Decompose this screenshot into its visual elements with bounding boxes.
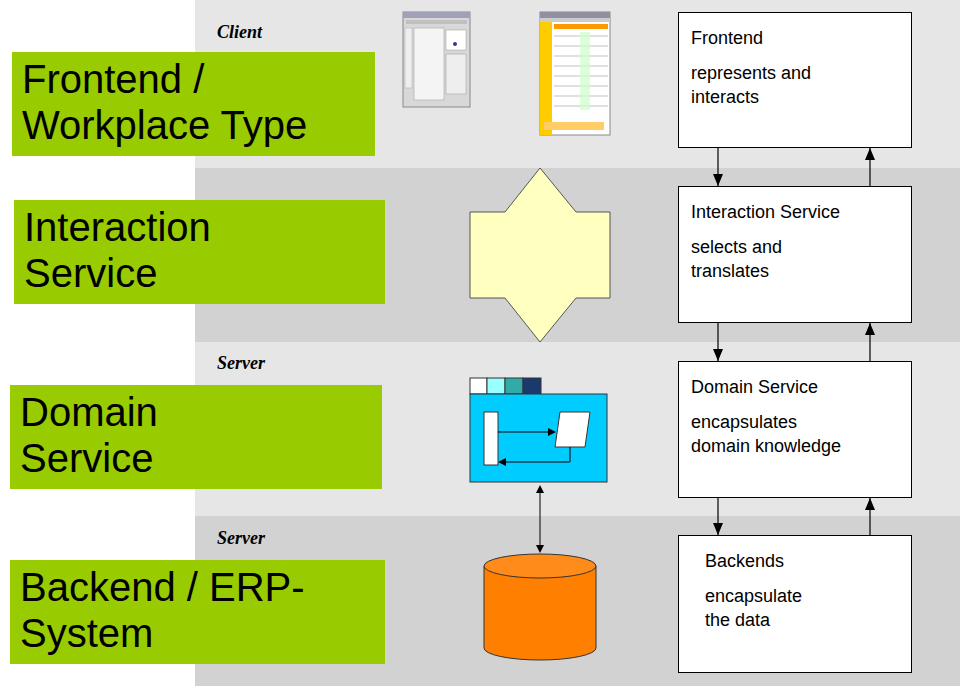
layer-box: Interaction Service selects and translate… [678, 186, 912, 323]
layer-name: Frontend / Workplace Type [22, 56, 322, 148]
flow-arrow [865, 498, 875, 535]
double-arrow [470, 168, 610, 342]
domain-icon [470, 378, 607, 482]
box-description: selects and translates [691, 235, 851, 283]
box-title: Domain Service [691, 376, 899, 398]
layer-box: Backends encapsulate the data [678, 535, 912, 673]
layer-box: Domain Service encapsulates domain knowle… [678, 361, 912, 498]
database-link [536, 485, 544, 553]
box-title: Interaction Service [691, 201, 899, 223]
box-description: represents and interacts [691, 61, 851, 109]
database-cylinder [484, 554, 596, 660]
tier-label: Server [217, 353, 265, 374]
tier-label: Client [217, 22, 262, 43]
flow-arrow [713, 148, 723, 186]
layer-name: Backend / ERP-System [20, 564, 320, 656]
box-title: Frontend [691, 27, 899, 49]
screenshot-thumbnail [403, 12, 470, 107]
layer-label: Frontend / Workplace Type [12, 52, 375, 156]
box-title: Backends [705, 550, 899, 572]
flow-arrow [865, 323, 875, 361]
layer-label: Backend / ERP-System [10, 560, 385, 664]
flow-arrow [865, 148, 875, 186]
layer-name: Interaction Service [24, 204, 254, 296]
tier-label: Server [217, 528, 265, 549]
screenshot-thumbnail [540, 12, 610, 135]
layer-box: Frontend represents and interacts [678, 12, 912, 148]
box-description: encapsulates domain knowledge [691, 410, 851, 458]
flow-arrow [713, 323, 723, 361]
flow-arrow [713, 498, 723, 535]
box-description: encapsulate the data [705, 584, 825, 632]
layer-label: Domain Service [10, 385, 382, 489]
layer-name: Domain Service [20, 389, 220, 481]
layer-label: Interaction Service [14, 200, 385, 304]
